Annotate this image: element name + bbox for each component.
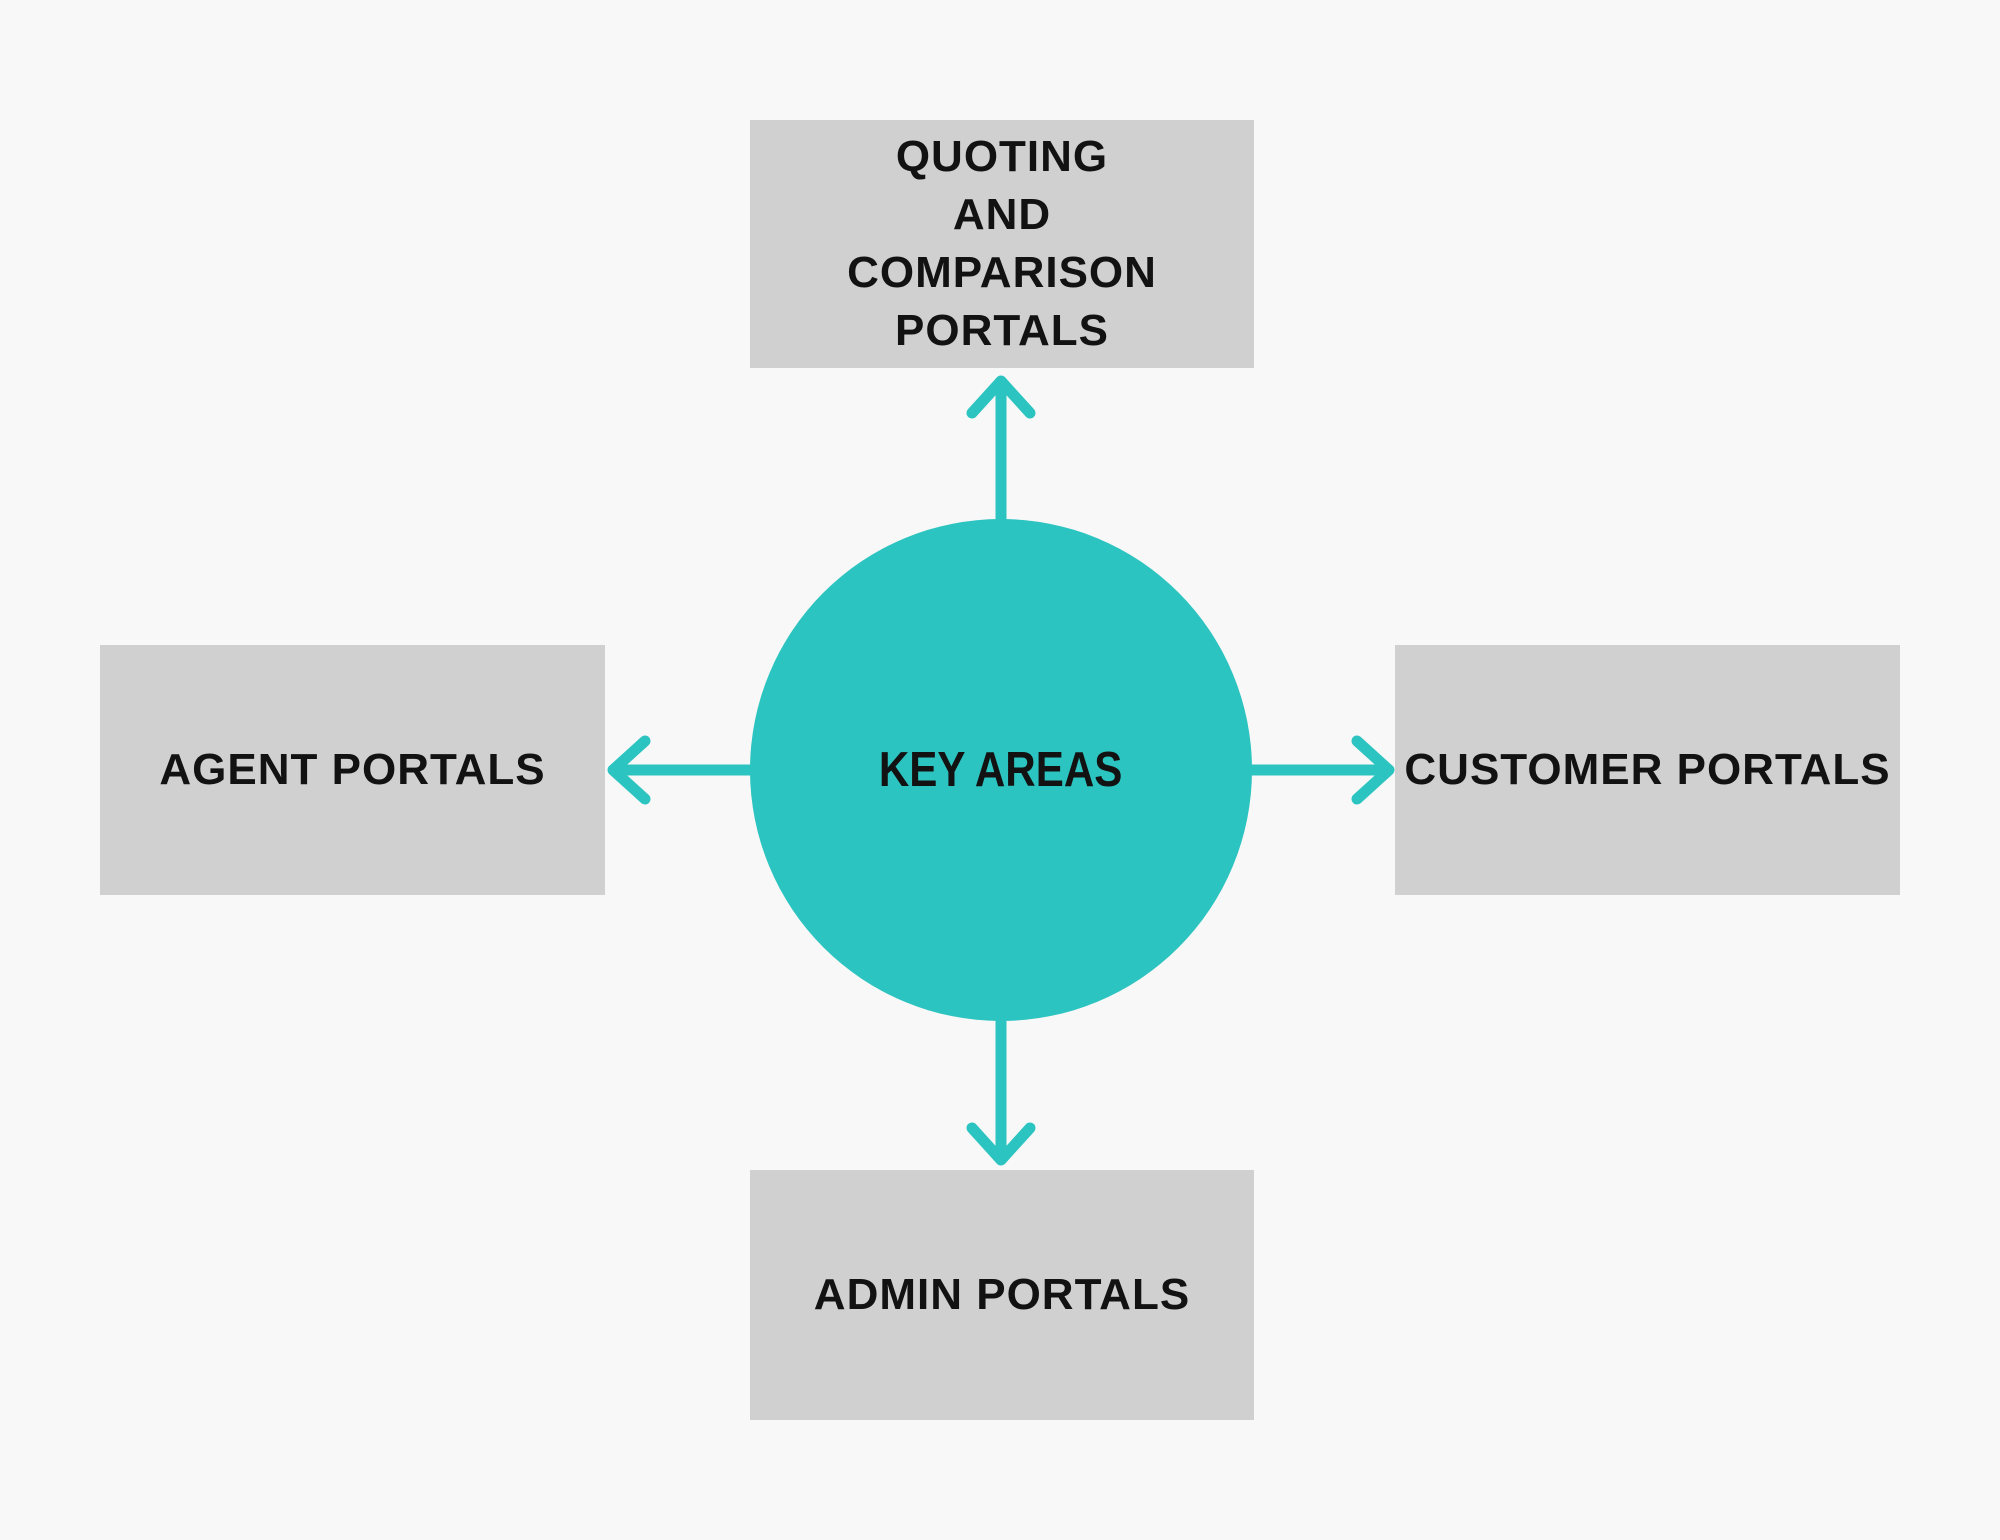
arrow-left-icon	[607, 735, 758, 805]
arrow-right-icon	[1244, 735, 1395, 805]
node-admin-portals: ADMIN PORTALS	[750, 1170, 1254, 1420]
node-customer-portals: CUSTOMER PORTALS	[1395, 645, 1900, 895]
center-node-label: KEY AREAS	[879, 743, 1123, 797]
node-customer-portals-label: CUSTOMER PORTALS	[1404, 745, 1891, 794]
center-node: KEY AREAS	[750, 519, 1252, 1021]
node-quoting-comparison-portals: QUOTING AND COMPARISON PORTALS	[750, 120, 1254, 368]
node-admin-portals-label: ADMIN PORTALS	[813, 1270, 1191, 1319]
node-agent-portals-label: AGENT PORTALS	[159, 745, 546, 794]
node-quoting-comparison-portals-label: QUOTING AND COMPARISON PORTALS	[847, 132, 1157, 355]
node-agent-portals: AGENT PORTALS	[100, 645, 605, 895]
arrow-down-icon	[966, 1015, 1036, 1166]
arrow-up-icon	[966, 375, 1036, 526]
